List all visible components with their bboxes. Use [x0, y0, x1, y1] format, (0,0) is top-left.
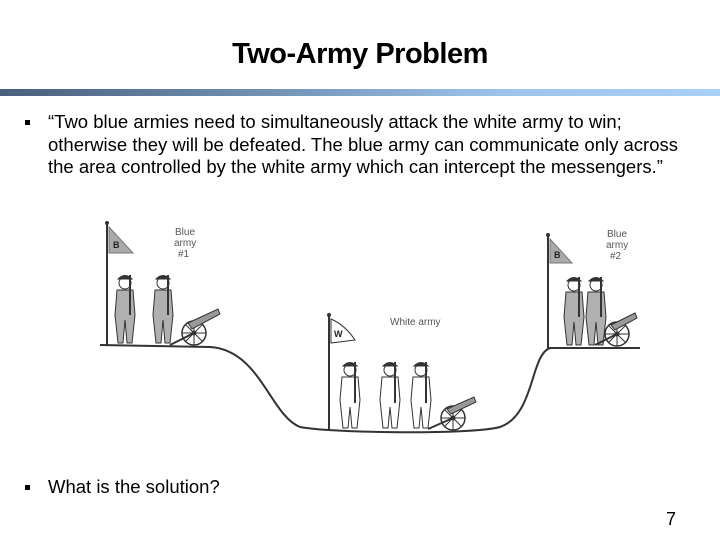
white-flag-icon [330, 318, 356, 344]
page-number: 7 [665, 509, 676, 529]
flag-letter: B [113, 240, 120, 250]
bullet-text: “Two blue armies need to simultaneously … [48, 111, 679, 177]
slide-title: Two-Army Problem [232, 38, 488, 70]
army-label: Blue [607, 229, 627, 240]
two-army-illustration: B Blue army #1 W White army [99, 221, 640, 434]
soldier-icon [379, 362, 401, 429]
bullet-square-icon [25, 120, 30, 125]
army-label: White army [390, 317, 441, 328]
blue-army-1: B Blue army #1 [105, 221, 221, 346]
soldier-icon [410, 362, 432, 429]
cannon-icon [427, 396, 477, 431]
blue-flag-icon [549, 237, 574, 264]
army-label: army [174, 238, 196, 249]
army-label: army [606, 240, 628, 251]
soldier-icon [152, 275, 174, 344]
title-divider [0, 89, 720, 96]
soldier-icon [114, 275, 136, 344]
soldier-icon [585, 277, 607, 346]
soldier-icon [339, 362, 361, 429]
bullet-text: What is the solution? [48, 476, 220, 497]
army-label: #1 [178, 249, 190, 260]
terrain-line [99, 344, 640, 434]
cannon-icon [169, 308, 221, 346]
army-label: #2 [610, 251, 622, 262]
soldier-icon [563, 277, 585, 346]
blue-flag-icon [108, 225, 135, 254]
flag-letter: B [554, 250, 561, 260]
cannon-icon [594, 312, 638, 347]
white-army: W White army [327, 313, 477, 431]
bullet-square-icon [25, 485, 30, 490]
blue-army-2: B Blue army #2 [546, 229, 638, 348]
flag-letter: W [334, 329, 343, 339]
army-label: Blue [175, 227, 195, 238]
